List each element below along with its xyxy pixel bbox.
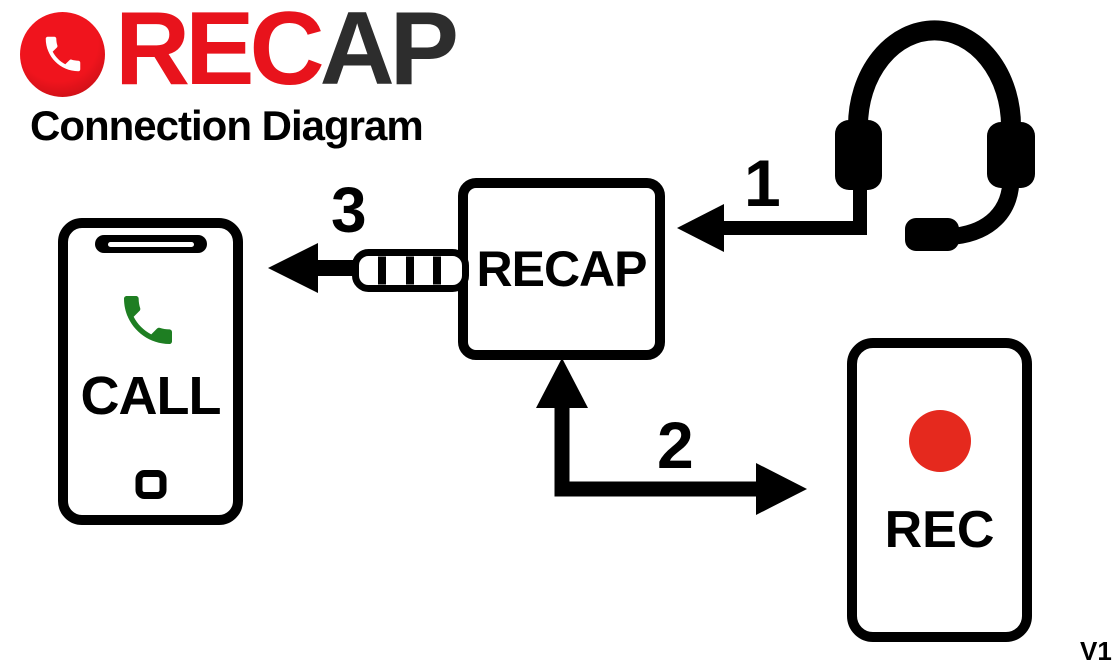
step-label-2: 2 — [657, 408, 694, 482]
phone-home-button — [135, 470, 166, 499]
arrow-2-up-arrowhead-icon — [536, 358, 588, 408]
logo-phone-icon — [45, 36, 80, 72]
version-label: V1 — [1080, 636, 1112, 666]
phone-device: CALL — [58, 218, 243, 525]
green-phone-handset-icon — [124, 296, 172, 344]
trrs-jack-plug-icon — [352, 249, 469, 292]
page-title: Connection Diagram — [30, 102, 424, 149]
jack-ring-2 — [406, 256, 414, 285]
jack-ring-3 — [433, 256, 441, 285]
brand-wordmark-red: REC — [115, 0, 325, 108]
headset-icon — [835, 20, 1035, 251]
record-dot-icon — [908, 410, 971, 472]
phone-call-label: CALL — [80, 366, 222, 426]
arrow-1-left-arrowhead-icon — [677, 204, 724, 252]
jack-plug-body — [352, 249, 469, 292]
jack-ring-1 — [378, 256, 386, 285]
brand-wordmark: RECAP — [115, 0, 459, 101]
headset-left-earcup — [835, 120, 882, 190]
headset-mic — [905, 218, 959, 251]
headset-band — [848, 20, 1021, 127]
recorder-rec-label: REC — [884, 501, 995, 559]
headset-right-earcup — [987, 122, 1035, 188]
step-label-1: 1 — [744, 146, 781, 220]
phone-speaker-slot — [107, 241, 194, 247]
arrow-3-jack-to-phone — [268, 243, 469, 293]
phone-earpiece-speaker — [94, 235, 207, 253]
brand-logo: RECAP — [20, 0, 459, 102]
brand-wordmark-dark: AP — [319, 0, 460, 108]
logo-phone-badge — [20, 11, 105, 97]
recap-adapter-box: RECAP — [458, 178, 665, 360]
step-label-3: 3 — [331, 174, 367, 246]
recorder-device: REC — [847, 338, 1032, 642]
arrow-2-right-arrowhead-icon — [756, 463, 807, 515]
arrow-3-left-arrowhead-icon — [268, 243, 318, 293]
recap-box-label: RECAP — [476, 241, 647, 297]
headset-mic-boom — [947, 169, 1020, 245]
